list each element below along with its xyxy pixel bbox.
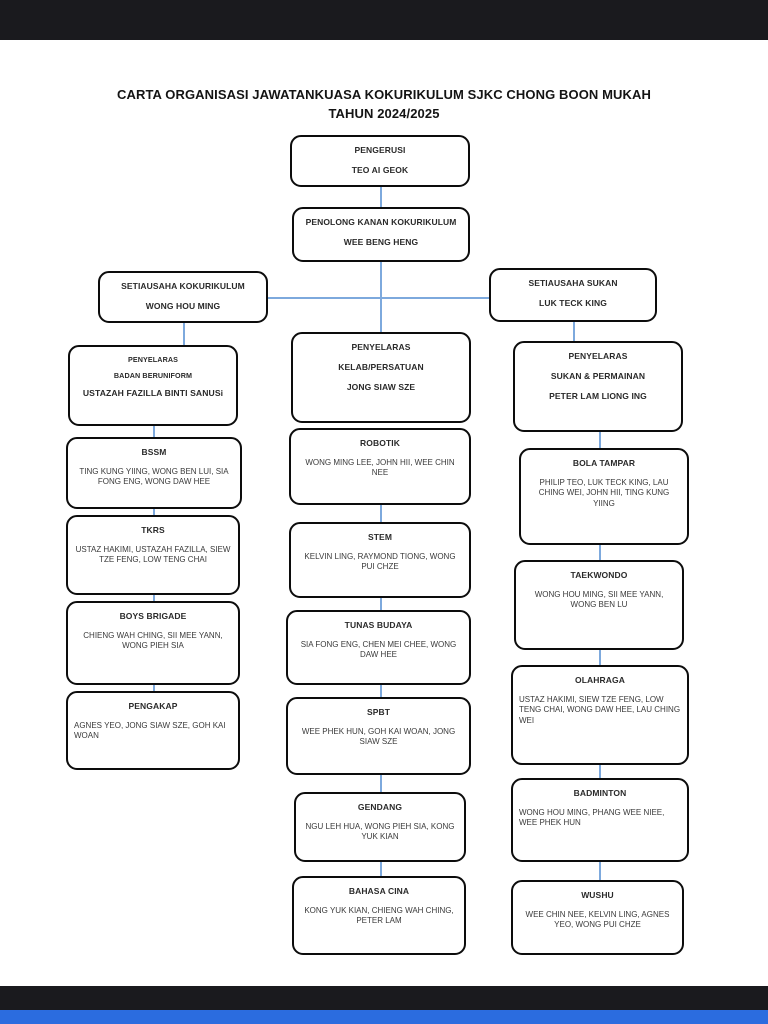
org-node-penolong-kanan-name: WEE BENG HENG — [343, 237, 419, 248]
org-node-bola-tampar: BOLA TAMPAR PHILIP TEO, LUK TECK KING, LA… — [519, 448, 689, 545]
org-node-wushu: WUSHU WEE CHIN NEE, KELVIN LING, AGNES YE… — [511, 880, 684, 955]
connector-line — [380, 187, 382, 207]
page-title-line2: TAHUN 2024/2025 — [328, 105, 440, 121]
viewer-top-bar — [0, 0, 768, 40]
org-node-badminton: BADMINTON WONG HOU MING, PHANG WEE NIEE, … — [511, 778, 689, 862]
org-node-wushu-heading: WUSHU — [581, 890, 614, 900]
connector-line — [380, 775, 382, 792]
connector-line — [380, 685, 382, 697]
org-node-penyelaras-sukan-permainan: PENYELARAS SUKAN & PERMAINAN PETER LAM LIO… — [513, 341, 683, 432]
connector-line — [153, 509, 155, 515]
connector-line — [183, 323, 185, 345]
org-node-olahraga-members: USTAZ HAKIMI, SIEW TZE FENG, LOW TENG CH… — [519, 695, 681, 725]
org-node-tkrs-members: USTAZ HAKIMI, USTAZAH FAZILLA, SIEW TZE … — [75, 545, 231, 565]
org-node-tunas-budaya: TUNAS BUDAYA SIA FONG ENG, CHEN MEI CHEE,… — [286, 610, 471, 685]
org-node-taekwondo-members: WONG HOU MING, SII MEE YANN, WONG BEN LU — [534, 590, 664, 610]
org-node-bahasa-cina-heading: BAHASA CINA — [348, 886, 410, 896]
org-node-tunas-budaya-heading: TUNAS BUDAYA — [344, 620, 413, 630]
viewer-bottom-bar — [0, 986, 768, 1010]
viewer-accent-bar — [0, 1010, 768, 1024]
connector-line — [573, 322, 575, 341]
org-node-taekwondo: TAEKWONDO WONG HOU MING, SII MEE YANN, WO… — [514, 560, 684, 650]
org-node-spbt-members: WEE PHEK HUN, GOH KAI WOAN, JONG SIAW SZ… — [301, 727, 456, 747]
org-node-setiausaha-sukan-name: LUK TECK KING — [539, 298, 607, 309]
org-node-tkrs-heading: TKRS — [141, 525, 165, 535]
org-node-penyelaras-badan-beruniform: PENYELARAS BADAN BERUNIFORM USTAZAH FAZILL… — [68, 345, 238, 426]
org-node-badminton-members: WONG HOU MING, PHANG WEE NIEE, WEE PHEK … — [519, 808, 665, 828]
org-node-penyelaras-kelab-persatuan-sub: KELAB/PERSATUAN — [338, 362, 424, 373]
page-title-line1: CARTA ORGANISASI JAWATANKUASA KOKURIKULU… — [117, 87, 651, 102]
org-node-badminton-heading: BADMINTON — [573, 788, 627, 798]
connector-line — [599, 765, 601, 778]
org-node-spbt: SPBT WEE PHEK HUN, GOH KAI WOAN, JONG SIA… — [286, 697, 471, 775]
org-node-pengerusi-name: TEO AI GEOK — [351, 165, 409, 176]
connector-line — [599, 432, 601, 448]
org-node-penyelaras-kelab-persatuan-name: JONG SIAW SZE — [346, 382, 416, 393]
org-node-boys-brigade: BOYS BRIGADE CHIENG WAH CHING, SII MEE YA… — [66, 601, 240, 685]
org-node-pengakap-members: AGNES YEO, JONG SIAW SZE, GOH KAI WOAN — [74, 721, 226, 741]
connector-line — [153, 426, 155, 437]
org-node-setiausaha-sukan-heading: SETIAUSAHA SUKAN — [528, 278, 618, 288]
org-node-bola-tampar-heading: BOLA TAMPAR — [572, 458, 636, 468]
org-node-penyelaras-badan-beruniform-sub: BADAN BERUNIFORM — [113, 371, 193, 381]
connector-line — [268, 297, 489, 299]
org-node-bahasa-cina: BAHASA CINA KONG YUK KIAN, CHIENG WAH CHI… — [292, 876, 466, 955]
connector-line — [380, 505, 382, 522]
org-node-robotik: ROBOTIK WONG MING LEE, JOHN HII, WEE CHIN… — [289, 428, 471, 505]
org-node-gendang-heading: GENDANG — [357, 802, 403, 812]
org-node-penyelaras-badan-beruniform-name: USTAZAH FAZILLA BINTI SANUSi — [82, 387, 224, 398]
org-node-tunas-budaya-members: SIA FONG ENG, CHEN MEI CHEE, WONG DAW HE… — [300, 640, 457, 660]
org-node-penolong-kanan-heading: PENOLONG KANAN KOKURIKULUM — [305, 217, 457, 227]
org-node-penyelaras-kelab-persatuan-heading: PENYELARAS — [351, 342, 411, 352]
org-node-tkrs: TKRS USTAZ HAKIMI, USTAZAH FAZILLA, SIEW … — [66, 515, 240, 595]
connector-line — [380, 862, 382, 876]
org-node-penyelaras-sukan-permainan-name: PETER LAM LIONG ING — [549, 391, 647, 402]
org-node-bola-tampar-members: PHILIP TEO, LUK TECK KING, LAU CHING WEI… — [538, 478, 670, 508]
org-node-taekwondo-heading: TAEKWONDO — [570, 570, 628, 580]
org-node-penyelaras-badan-beruniform-heading: PENYELARAS — [127, 355, 179, 364]
org-node-setiausaha-sukan: SETIAUSAHA SUKAN LUK TECK KING — [489, 268, 657, 322]
org-node-olahraga: OLAHRAGA USTAZ HAKIMI, SIEW TZE FENG, LOW… — [511, 665, 689, 765]
org-node-pengakap: PENGAKAP AGNES YEO, JONG SIAW SZE, GOH KA… — [66, 691, 240, 770]
org-node-boys-brigade-heading: BOYS BRIGADE — [119, 611, 187, 621]
org-node-penolong-kanan: PENOLONG KANAN KOKURIKULUM WEE BENG HENG — [292, 207, 470, 262]
org-node-boys-brigade-members: CHIENG WAH CHING, SII MEE YANN, WONG PIE… — [83, 631, 223, 651]
org-node-stem-heading: STEM — [367, 532, 392, 542]
page-title: CARTA ORGANISASI JAWATANKUASA KOKURIKULU… — [0, 86, 768, 124]
org-node-stem: STEM KELVIN LING, RAYMOND TIONG, WONG PUI… — [289, 522, 471, 598]
org-node-setiausaha-kokurikulum-heading: SETIAUSAHA KOKURIKULUM — [121, 281, 245, 291]
org-node-olahraga-heading: OLAHRAGA — [575, 675, 625, 685]
org-node-penyelaras-sukan-permainan-sub: SUKAN & PERMAINAN — [550, 371, 646, 382]
org-node-setiausaha-kokurikulum: SETIAUSAHA KOKURIKULUM WONG HOU MING — [98, 271, 268, 323]
org-node-bssm: BSSM TING KUNG YIING, WONG BEN LUI, SIA F… — [66, 437, 242, 509]
org-node-penyelaras-kelab-persatuan: PENYELARAS KELAB/PERSATUAN JONG SIAW SZE — [291, 332, 471, 423]
org-node-setiausaha-kokurikulum-name: WONG HOU MING — [145, 301, 221, 312]
org-node-bahasa-cina-members: KONG YUK KIAN, CHIENG WAH CHING, PETER L… — [304, 906, 454, 926]
org-node-pengerusi: PENGERUSI TEO AI GEOK — [290, 135, 470, 187]
org-node-penyelaras-sukan-permainan-heading: PENYELARAS — [568, 351, 628, 361]
org-node-wushu-members: WEE CHIN NEE, KELVIN LING, AGNES YEO, WO… — [525, 910, 670, 930]
connector-line — [380, 598, 382, 610]
org-node-pengerusi-heading: PENGERUSI — [354, 145, 406, 155]
org-node-stem-members: KELVIN LING, RAYMOND TIONG, WONG PUI CHZ… — [304, 552, 456, 572]
org-node-pengakap-heading: PENGAKAP — [128, 701, 178, 711]
connector-line — [599, 862, 601, 880]
org-node-gendang-members: NGU LEH HUA, WONG PIEH SIA, KONG YUK KIA… — [305, 822, 455, 842]
org-node-robotik-members: WONG MING LEE, JOHN HII, WEE CHIN NEE — [305, 458, 455, 478]
connector-line — [153, 595, 155, 601]
connector-line — [599, 545, 601, 560]
connector-line — [599, 650, 601, 665]
org-node-gendang: GENDANG NGU LEH HUA, WONG PIEH SIA, KONG … — [294, 792, 466, 862]
org-node-bssm-members: TING KUNG YIING, WONG BEN LUI, SIA FONG … — [79, 467, 229, 487]
connector-line — [153, 685, 155, 691]
org-node-spbt-heading: SPBT — [366, 707, 391, 717]
org-node-bssm-heading: BSSM — [141, 447, 167, 457]
org-node-robotik-heading: ROBOTIK — [360, 438, 400, 448]
